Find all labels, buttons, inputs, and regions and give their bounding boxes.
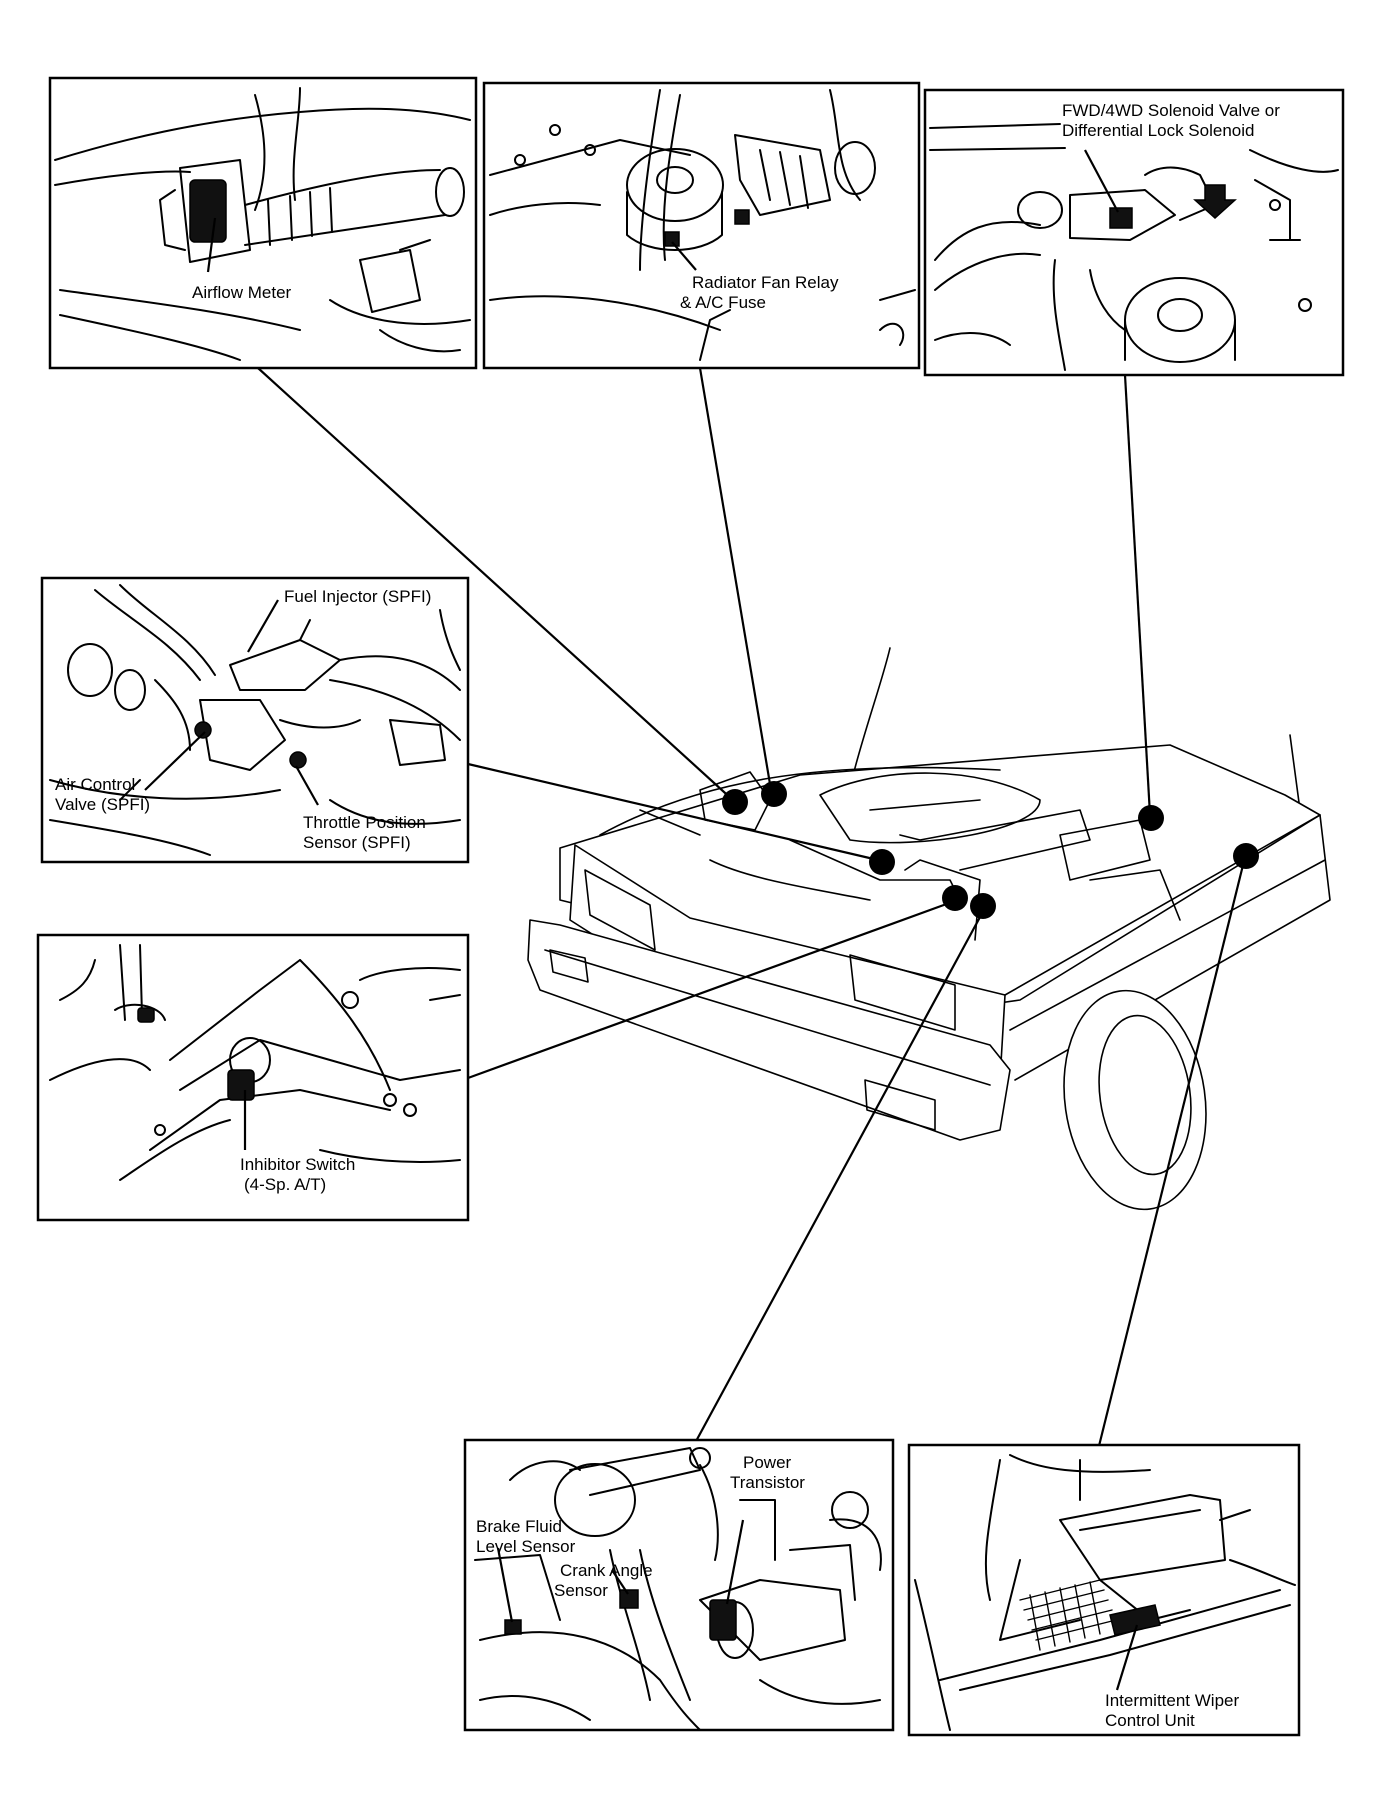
hatched-panel (1019, 1579, 1117, 1651)
label-radiator-fan-relay: Radiator Fan Relay & A/C Fuse (680, 273, 843, 312)
label-air-control-valve: Air Control Valve (SPFI) (55, 775, 150, 814)
label-crank-angle-sensor: Brake Fluid Level Sensor (476, 1517, 576, 1556)
car-illustration (527, 647, 1331, 1211)
label-fuel-injector: Fuel Injector (SPFI) (284, 587, 431, 606)
marker-power-transistor (970, 893, 996, 919)
panel-intermittent-wiper: Intermittent Wiper Control Unit (907, 1443, 1301, 1737)
label-inhibitor-switch: Inhibitor Switch (4-Sp. A/T) (240, 1155, 360, 1194)
marker-radiator-fan-relay (761, 781, 787, 807)
panel-fuel-injector: Fuel Injector (SPFI) Air Control Valve (… (40, 576, 470, 864)
panel-inhibitor-switch: Inhibitor Switch (4-Sp. A/T) (36, 933, 470, 1222)
marker-intermittent-wiper (1233, 843, 1259, 869)
panel-airflow-meter: Airflow Meter (48, 76, 478, 370)
leader-lines (257, 367, 1247, 1457)
panel-fwd-solenoid: FWD/4WD Solenoid Valve or Differential L… (923, 88, 1345, 377)
marker-airflow-meter (722, 789, 748, 815)
panel-power-transistor: Power Transistor Brake Fluid Level Senso… (463, 1438, 895, 1732)
label-airflow-meter: Airflow Meter (192, 283, 292, 302)
label-power-transistor: Power Transistor (730, 1453, 805, 1492)
location-markers (722, 781, 1259, 919)
label-intermittent-wiper: Intermittent Wiper Control Unit (1105, 1691, 1244, 1730)
label-throttle-position-sensor: Throttle Position Sensor (SPFI) (303, 813, 431, 852)
panel-radiator-fan-relay: Radiator Fan Relay & A/C Fuse (482, 81, 921, 370)
label-fwd-solenoid: FWD/4WD Solenoid Valve or Differential L… (1062, 101, 1285, 140)
marker-inhibitor-switch (942, 885, 968, 911)
marker-fuel-injector (869, 849, 895, 875)
marker-fwd-solenoid (1138, 805, 1164, 831)
label-brake-fluid-level-sensor: Crank Angle Sensor (554, 1561, 657, 1600)
